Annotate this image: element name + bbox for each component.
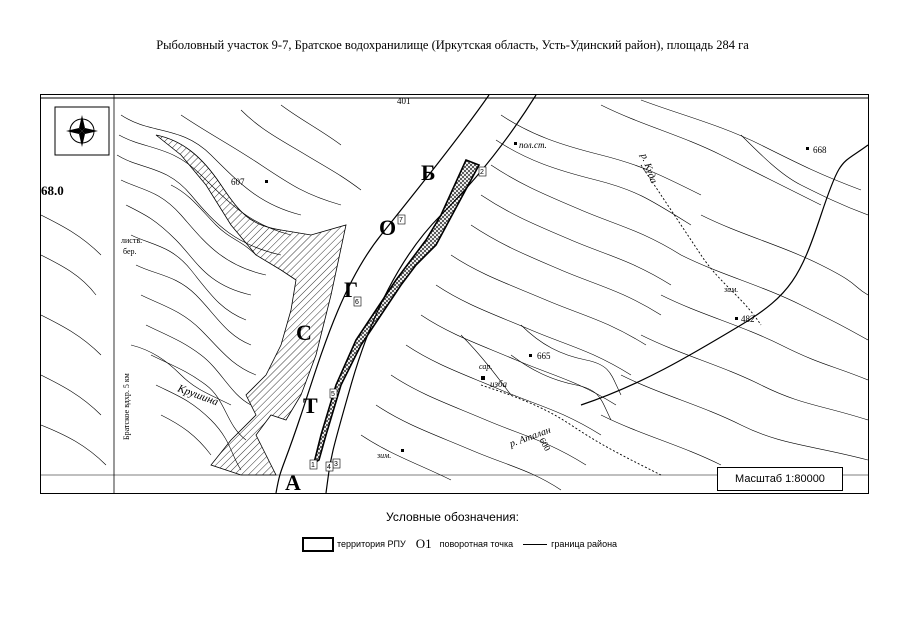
zim-marker (401, 449, 404, 452)
stream-kuda (640, 164, 762, 326)
label-sar: сар. (479, 362, 492, 371)
page-title: Рыболовный участок 9-7, Братское водохра… (156, 38, 749, 52)
legend-turning-point-label: поворотная точка (439, 539, 514, 549)
turning-point-5: 5 (331, 391, 335, 398)
turning-point-2: 2 (480, 169, 484, 176)
label-pol-st: пол.ст. (519, 140, 547, 150)
stream-atalan (480, 384, 662, 476)
turning-point-6: 6 (355, 299, 359, 306)
izba-marker (481, 376, 485, 380)
contour-lines-right (360, 99, 868, 491)
elevation-label-482: 482 (741, 314, 755, 324)
legend-boundary-label: граница района (551, 539, 618, 549)
district-boundary (580, 144, 868, 406)
turning-point-3: 3 (334, 461, 338, 468)
map-frame[interactable]: 68.0 401 607 668 482 665 600 пол.ст. лис… (40, 94, 869, 494)
label-listv: листв. (121, 236, 142, 245)
reservoir-letter-5: О (379, 215, 396, 240)
turning-point-4: 4 (327, 464, 331, 471)
pol-st-marker (514, 142, 517, 145)
spot-elevation-665 (529, 354, 532, 357)
label-zim-2: зим. (376, 451, 391, 460)
rpu-territory-left (155, 134, 347, 476)
label-krushina: Крушина (175, 382, 220, 408)
label-izba: изба (490, 379, 508, 389)
turning-point-7: 7 (399, 217, 403, 224)
elevation-label-668: 668 (813, 145, 827, 155)
elevation-label-665: 665 (537, 351, 551, 361)
legend-title: Условные обозначения: (386, 510, 519, 524)
reservoir-letter-2: Т (303, 393, 318, 418)
label-bratskoe-vdkhr: Братское вдхр. 5 км (122, 373, 131, 440)
turning-point-7-marker (397, 214, 406, 225)
reservoir-letter-3: С (296, 320, 312, 345)
turning-point-5-marker (329, 388, 338, 399)
turning-point-6-marker (353, 296, 362, 307)
legend-territory-label: территория РПУ (337, 539, 406, 549)
map-scale: Масштаб 1:80000 (717, 467, 843, 491)
reservoir-letter-4: Г (344, 277, 358, 302)
label-r-kuda: р. Куда (638, 151, 659, 185)
spot-elevation-482 (735, 317, 738, 320)
reservoir-bank-right (325, 95, 537, 493)
legend-boundary-line-icon (523, 543, 548, 545)
reservoir-letter-1: А (285, 470, 301, 493)
spot-elevation-607 (265, 180, 268, 183)
elevation-label-607: 607 (231, 177, 245, 187)
turning-point-2-marker (478, 166, 487, 177)
spot-elevation-668 (806, 147, 809, 150)
reservoir-letter-6: Б (421, 160, 436, 185)
turning-point-1-marker (309, 459, 318, 470)
turning-point-4-marker (325, 461, 334, 472)
map-edge-label: 68.0 (41, 183, 64, 198)
label-zim-1: зим. (723, 285, 738, 294)
label-ber: бер. (123, 247, 137, 256)
legend-territory-swatch (302, 536, 334, 552)
elevation-label-401: 401 (397, 96, 411, 106)
compass-rose-icon (54, 106, 110, 156)
reservoir-bank-left (275, 95, 490, 493)
legend-turning-point-icon: O1 (415, 536, 432, 551)
turning-point-1: 1 (311, 462, 315, 469)
legend: территория РПУ O1 поворотная точка грани… (302, 535, 617, 553)
topographic-map: 68.0 401 607 668 482 665 600 пол.ст. лис… (41, 95, 868, 493)
